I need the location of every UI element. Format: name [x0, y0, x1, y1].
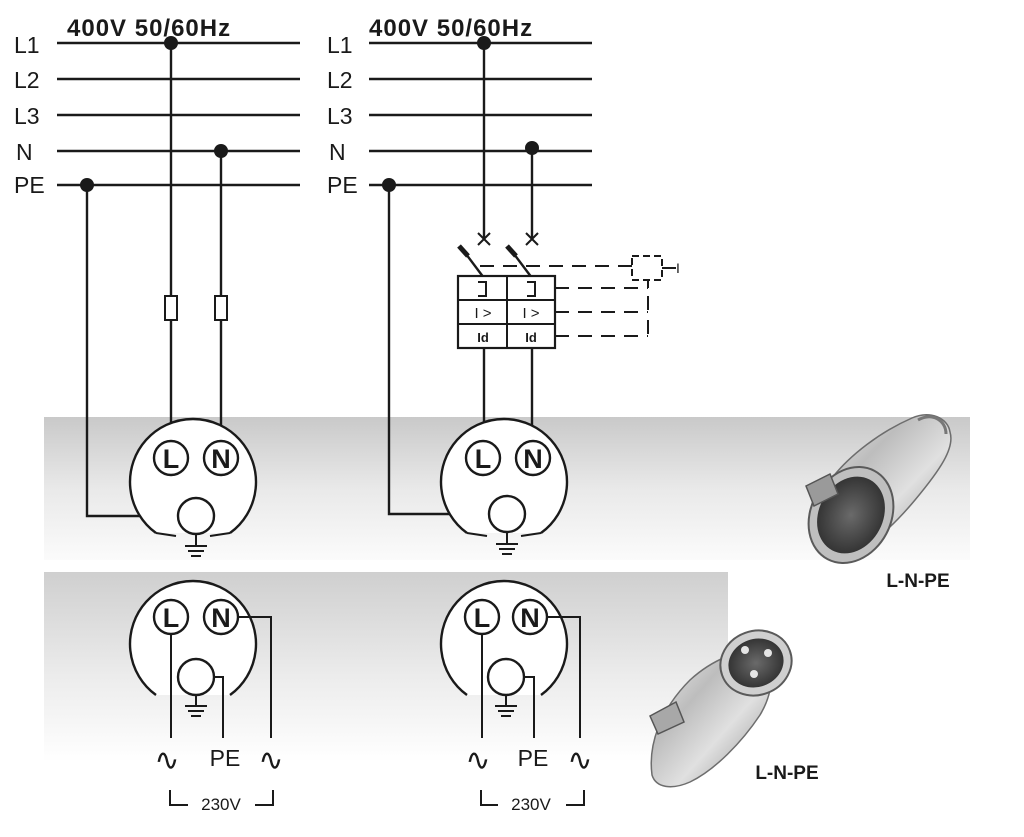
left-line-label-l1: L1	[14, 32, 40, 58]
rcbo-block: I > I > Id Id	[456, 274, 557, 350]
test-label: I	[676, 260, 680, 276]
socket-pin-n-label: N	[523, 444, 543, 474]
right-line-label-l1: L1	[327, 32, 353, 58]
residual-label-2: Id	[525, 330, 537, 345]
right-line-label-l3: L3	[327, 103, 353, 129]
left-lower-socket: L N	[128, 579, 272, 738]
right-lower-socket: L N	[439, 579, 581, 738]
rcbo-linkage: I	[480, 255, 680, 337]
socket-pin-n-label: N	[211, 444, 231, 474]
left-voltage-label: 400V 50/60Hz	[67, 15, 231, 42]
right-line-label-pe: PE	[327, 172, 358, 198]
earth-icon	[496, 532, 518, 555]
left-phase-symbol-2: ∿	[258, 744, 283, 777]
right-output-voltage: 230V	[511, 795, 551, 814]
rcbo-switch	[457, 244, 533, 279]
right-upper-socket: L N	[439, 417, 569, 555]
earth-icon	[495, 695, 517, 717]
right-phase-symbol-2: ∿	[567, 744, 592, 777]
left-line-label-l2: L2	[14, 67, 40, 93]
fuse-left-n	[214, 295, 228, 321]
socket-pin-n-label: N	[520, 603, 540, 633]
right-phase-symbol-1: ∿	[465, 744, 490, 777]
right-voltage-label: 400V 50/60Hz	[369, 15, 533, 42]
socket-pin-l-label: L	[475, 444, 492, 474]
earth-icon	[185, 534, 207, 557]
residual-label-1: Id	[477, 330, 489, 345]
overcurrent-label-2: I >	[522, 305, 539, 322]
left-upper-socket: L N	[128, 417, 258, 557]
socket-pin-l-label: L	[474, 603, 491, 633]
overcurrent-label-1: I >	[474, 305, 491, 322]
left-line-label-pe: PE	[14, 172, 45, 198]
left-phase-symbol-1: ∿	[154, 744, 179, 777]
fuse-left-l	[164, 295, 178, 321]
earth-icon	[185, 695, 207, 717]
socket-pin-n-label: N	[211, 603, 231, 633]
plug-caption: L-N-PE	[755, 763, 818, 784]
plug-connector-illustration	[649, 629, 793, 788]
left-circuit: 400V 50/60Hz L1 L2 L3 N PE L N	[14, 15, 300, 814]
left-line-label-l3: L3	[14, 103, 40, 129]
left-pe-output-label: PE	[210, 745, 241, 771]
socket-caption: L-N-PE	[886, 571, 949, 592]
right-circuit: 400V 50/60Hz L1 L2 L3 N PE	[327, 15, 680, 814]
right-line-label-n: N	[329, 139, 346, 165]
socket-pin-l-label: L	[163, 444, 180, 474]
socket-connector-illustration	[805, 414, 952, 564]
left-line-label-n: N	[16, 139, 33, 165]
right-pe-output-label: PE	[518, 745, 549, 771]
left-output-voltage: 230V	[201, 795, 241, 814]
right-line-label-l2: L2	[327, 67, 353, 93]
test-button	[631, 255, 663, 281]
socket-pin-l-label: L	[163, 603, 180, 633]
